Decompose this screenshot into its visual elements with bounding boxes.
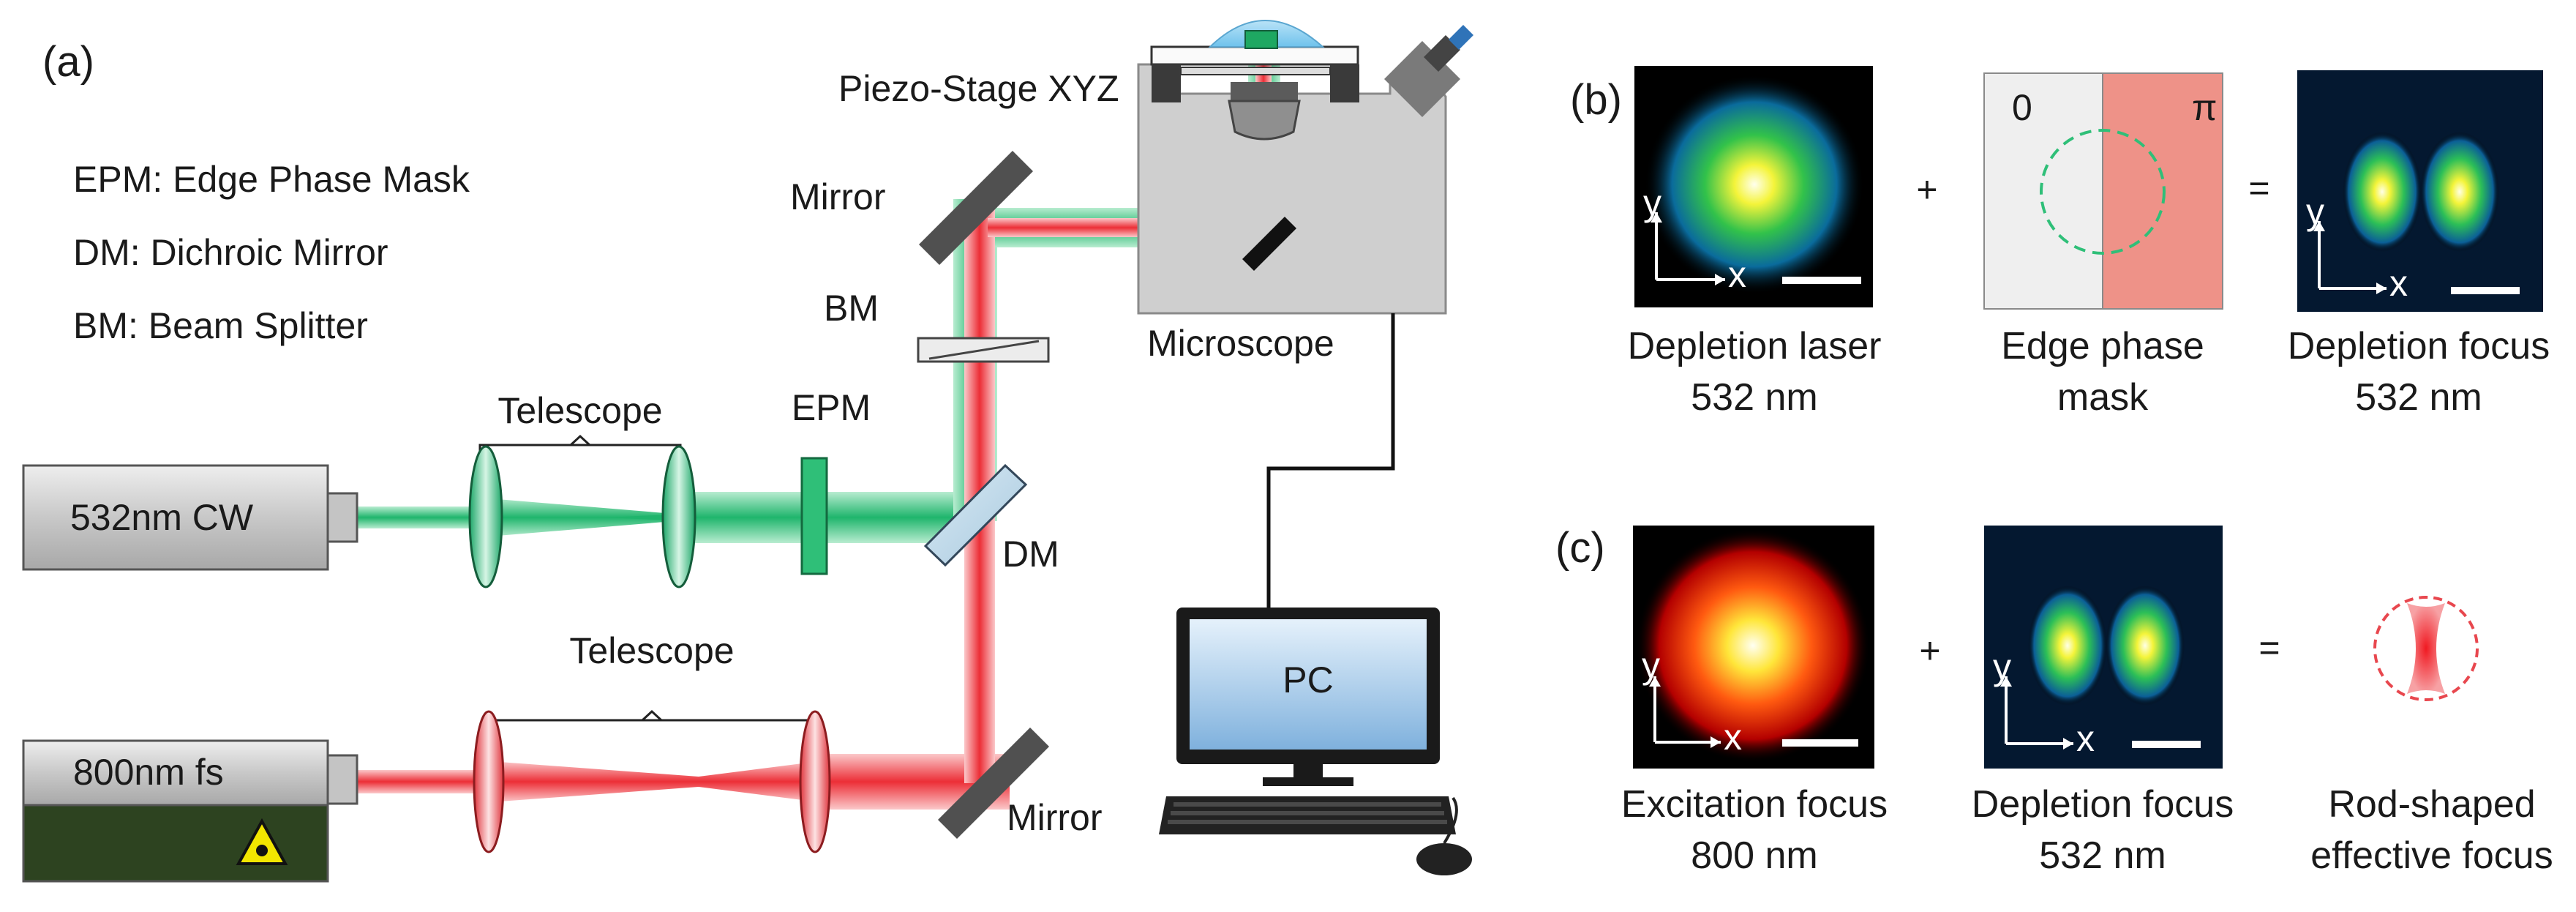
legend-dm: DM: Dichroic Mirror xyxy=(73,232,388,273)
microscope-label: Microscope xyxy=(1147,323,1334,364)
piezo-stage xyxy=(1150,20,1359,102)
axis-x-label: x xyxy=(2076,718,2095,759)
axis-y-label: y xyxy=(1643,182,1661,223)
dm-label: DM xyxy=(1002,534,1059,575)
mirror-bottom: Mirror xyxy=(938,728,1103,839)
legend-epm: EPM: Edge Phase Mask xyxy=(73,159,470,200)
dichroic-mirror: DM xyxy=(923,463,1059,575)
laser-800nm-fs: 800nm fs xyxy=(22,739,358,883)
panel-c-excitation-focus-image: y x xyxy=(1633,526,1874,769)
laser-green-label: 532nm CW xyxy=(70,497,254,538)
pc-cable xyxy=(1266,313,1395,608)
panel-c-depletion-focus-image: y x xyxy=(1984,526,2223,769)
microscope: Microscope xyxy=(1137,20,1473,364)
caption-depletion-focus-c: Depletion focus xyxy=(1972,783,2234,826)
legend-bm: BM: Beam Splitter xyxy=(73,305,368,346)
mirror-top-label: Mirror xyxy=(790,176,886,217)
bm-label: BM xyxy=(824,288,879,329)
telescope-top-label: Telescope xyxy=(497,390,662,431)
caption-depletion-laser: Depletion laser xyxy=(1628,325,1882,367)
computer: PC xyxy=(1159,608,1472,875)
caption-excitation-wavelength: 800 nm xyxy=(1691,834,1817,877)
edge-phase-mask: EPM xyxy=(792,387,871,575)
mouse xyxy=(1416,843,1472,875)
telescope-red: Telescope xyxy=(473,630,831,853)
beam-splitter: BM xyxy=(824,288,1050,363)
panel-b-label: (b) xyxy=(1570,76,1622,124)
telescope-green: Telescope xyxy=(468,390,696,588)
laser-red-label: 800nm fs xyxy=(73,752,224,793)
mirror-bottom-label: Mirror xyxy=(1007,797,1103,838)
panel-b-plus: + xyxy=(1916,169,1937,210)
mirror-top: Mirror xyxy=(790,151,1033,265)
axis-x-label: x xyxy=(2389,263,2408,304)
axis-y-label: y xyxy=(1642,645,1660,686)
epm-label: EPM xyxy=(792,387,871,428)
panel-c-label: (c) xyxy=(1555,524,1605,572)
axis-y-label: y xyxy=(1993,646,2011,687)
panel-b-depletion-focus-image: y x xyxy=(2297,70,2543,312)
caption-rod-shaped: Rod-shaped xyxy=(2328,783,2535,826)
panel-b-edge-phase-mask-image: 0 π xyxy=(1983,72,2223,310)
caption-effective-focus: effective focus xyxy=(2310,834,2553,877)
laser-warning-icon xyxy=(236,818,288,865)
laser-532nm-cw: 532nm CW xyxy=(22,464,358,571)
panel-a-label: (a) xyxy=(42,38,94,86)
piezo-stage-label: Piezo-Stage XYZ xyxy=(838,68,1119,109)
panel-b-equals: = xyxy=(2248,168,2269,209)
phase-pi-label: π xyxy=(2192,87,2218,128)
caption-depletion-focus: Depletion focus xyxy=(2288,325,2550,367)
axis-x-label: x xyxy=(1728,254,1746,295)
axis-y-label: y xyxy=(2306,191,2324,232)
eyepiece xyxy=(1384,25,1473,117)
panel-c-equals: = xyxy=(2258,627,2280,668)
pc-label: PC xyxy=(1283,659,1333,700)
panel-b-depletion-laser-image: y x xyxy=(1634,66,1873,307)
caption-mask: mask xyxy=(2057,376,2149,419)
axis-x-label: x xyxy=(1724,717,1742,758)
panel-c-plus: + xyxy=(1919,630,1940,671)
caption-depletion-focus-wavelength: 532 nm xyxy=(2355,376,2482,419)
objective-lens xyxy=(1228,82,1301,141)
phase-zero-label: 0 xyxy=(2012,87,2032,128)
caption-excitation-focus: Excitation focus xyxy=(1621,783,1888,826)
caption-depletion-laser-wavelength: 532 nm xyxy=(1691,376,1817,419)
rod-shaped-focus-image xyxy=(2373,596,2479,701)
caption-edge-phase: Edge phase xyxy=(2001,325,2204,367)
telescope-bottom-label: Telescope xyxy=(569,630,734,671)
caption-depletion-wavelength-c: 532 nm xyxy=(2039,834,2166,877)
